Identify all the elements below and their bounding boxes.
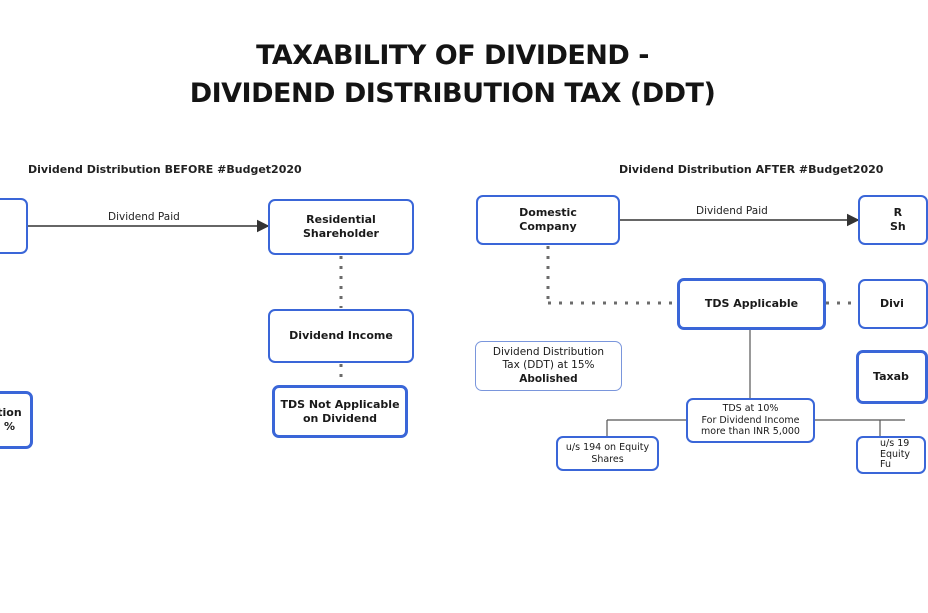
- after-taxable-box-partial: Taxab: [856, 350, 928, 404]
- after-domestic-company-box: Domestic Company: [476, 195, 620, 245]
- after-dividend-paid-label: Dividend Paid: [696, 205, 768, 217]
- after-ddt-abolished-note: Dividend Distribution Tax (DDT) at 15% A…: [475, 341, 622, 391]
- before-dividend-paid-label: Dividend Paid: [108, 211, 180, 223]
- after-tds-rate-box: TDS at 10% For Dividend Income more than…: [686, 398, 815, 443]
- ddt-note-line2: Tax (DDT) at 15%: [502, 359, 595, 372]
- before-ddt-partial-line1: tion: [0, 406, 22, 420]
- page-title-line-2: DIVIDEND DISTRIBUTION TAX (DDT): [189, 78, 716, 109]
- before-dividend-income-box: Dividend Income: [268, 309, 414, 363]
- before-section-heading: Dividend Distribution BEFORE #Budget2020: [28, 163, 302, 176]
- after-tds-applicable-box: TDS Applicable: [677, 278, 826, 330]
- before-company-box-partial: [0, 198, 28, 254]
- before-ddt-box-partial: tion %: [0, 391, 33, 449]
- before-residential-shareholder-box: Residential Shareholder: [268, 199, 414, 255]
- diagram-connectors: [28, 213, 905, 436]
- after-dividend-box-partial: Divi: [858, 279, 928, 329]
- ddt-note-line1: Dividend Distribution: [492, 346, 605, 359]
- after-section-heading: Dividend Distribution AFTER #Budget2020: [619, 163, 884, 176]
- before-ddt-partial-line2: %: [3, 420, 16, 433]
- ddt-note-line3: Abolished: [519, 372, 578, 385]
- before-tds-not-applicable-box: TDS Not Applicable on Dividend: [272, 385, 408, 438]
- after-section-19-box-partial: u/s 19 Equity Fu: [856, 436, 926, 474]
- after-section-194-box: u/s 194 on Equity Shares: [556, 436, 659, 471]
- after-shareholder-box-partial: R Sh: [858, 195, 928, 245]
- page-title-line-1: TAXABILITY OF DIVIDEND -: [256, 40, 649, 71]
